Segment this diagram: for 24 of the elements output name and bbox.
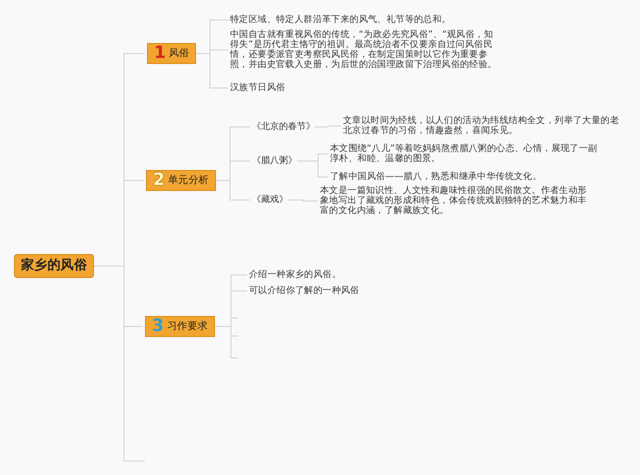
branch-text: 了解中国风俗——腊八，熟悉和继承中华传统文化。 — [330, 172, 605, 182]
branch-label: 习作要求 — [167, 321, 208, 332]
branch-text: 本文是一篇知识性、人文性和趣味性很强的民俗散文。作者生动形象地写出了藏戏的形成和特色，体会传统戏剧独特的艺术魅力和丰富的文化内涵，了解藏族文化。 — [320, 186, 590, 216]
branch-text: 可以介绍你了解的一种风俗 — [249, 286, 449, 296]
branch-box — [145, 316, 215, 337]
branch-number: 2 — [153, 170, 166, 190]
title-text: 《藏戏》 — [252, 195, 288, 205]
branch-text: 中国自古就有重视风俗的传统，“为政必先究风俗”、“观风俗，知得失”是历代君主恪守的祖训。最高统治者不仅要亲自过问风俗民情，还要委派官吏考察民风民俗，在制定国策时以它作为重要参照，并由史官载入史册，为后世的治国理政留下治理风俗的经验。 — [230, 30, 502, 70]
branch-number: 3 — [152, 316, 164, 336]
branch-box — [146, 170, 216, 191]
title-text: 《腊八粥》 — [252, 156, 297, 166]
connector-line — [288, 200, 318, 202]
connector-line — [314, 126, 342, 128]
branch-text: 介绍一种家乡的风俗。 — [249, 270, 449, 280]
title-text: 《北京的春节》 — [252, 122, 315, 132]
branch-box — [147, 43, 196, 64]
branch-text: 文章以时间为经线，以人们的活动为纬线结构全文，列举了大量的老北京过春节的习俗，情趣盎然，喜闻乐见。 — [343, 116, 623, 136]
branch-text: 特定区域、特定人群沿革下来的风气、礼节等的总和。 — [230, 15, 500, 25]
topic-box: 家乡的风俗 — [14, 254, 94, 278]
branch-label: 单元分析 — [168, 175, 209, 186]
branch-number: 1 — [154, 43, 166, 63]
branch-text: 本文围绕“八儿”等着吃妈妈熬煮腊八粥的心态、心情，展现了一副淳朴、和睦、温馨的图景。 — [330, 144, 605, 164]
branch-label: 风俗 — [169, 48, 190, 59]
branch-text: 汉族节日风俗 — [230, 83, 380, 93]
